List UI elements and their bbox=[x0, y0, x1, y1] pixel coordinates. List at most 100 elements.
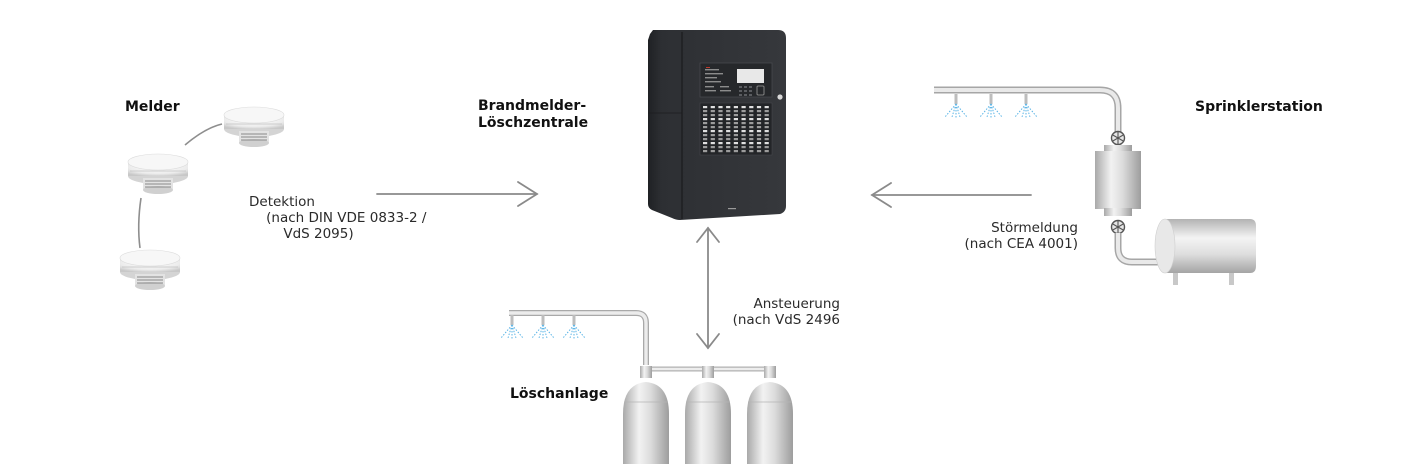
zone-indicator bbox=[718, 114, 723, 117]
smoke-detector-icon bbox=[119, 249, 181, 291]
zone-indicator bbox=[703, 126, 708, 129]
zone-indicator bbox=[718, 146, 723, 149]
zone-indicator bbox=[703, 118, 708, 121]
smoke-detector-icon bbox=[223, 106, 285, 148]
zone-indicator bbox=[756, 106, 762, 109]
zone-indicator bbox=[726, 150, 731, 153]
zone-indicator bbox=[749, 126, 754, 129]
zone-indicator bbox=[741, 110, 746, 113]
zone-indicator bbox=[718, 138, 723, 141]
sprinkler-nozzle-icon bbox=[1014, 93, 1038, 119]
zone-indicator bbox=[749, 106, 754, 109]
zone-indicator bbox=[756, 150, 762, 153]
fault-report-label: Störmeldung (nach CEA 4001) bbox=[964, 220, 1078, 252]
zone-indicator bbox=[749, 110, 754, 113]
smoke-detector-icon bbox=[127, 153, 189, 195]
zone-indicator bbox=[703, 146, 708, 149]
zone-indicator bbox=[726, 110, 731, 113]
zone-indicator bbox=[741, 134, 746, 137]
zone-indicator bbox=[741, 146, 746, 149]
zone-indicator bbox=[703, 106, 708, 109]
zone-indicator bbox=[710, 134, 715, 137]
zone-indicator bbox=[764, 142, 769, 145]
zone-indicator bbox=[741, 150, 746, 153]
zone-indicator bbox=[741, 118, 746, 121]
extinguishing-nozzle-icon bbox=[500, 314, 524, 340]
zone-indicator bbox=[764, 134, 769, 137]
zone-indicator bbox=[764, 114, 769, 117]
zone-indicator bbox=[726, 106, 731, 109]
zone-indicator bbox=[710, 142, 715, 145]
zone-indicator bbox=[741, 106, 746, 109]
zone-indicator bbox=[710, 150, 715, 153]
zone-indicator bbox=[726, 126, 731, 129]
zone-indicator bbox=[749, 138, 754, 141]
detector-link-line bbox=[137, 197, 142, 249]
zone-indicator bbox=[726, 142, 731, 145]
zone-indicator bbox=[741, 142, 746, 145]
zone-indicator bbox=[733, 130, 738, 133]
detector-link-line bbox=[184, 123, 223, 146]
zone-indicator bbox=[710, 126, 715, 129]
zone-indicator bbox=[703, 134, 708, 137]
zone-indicator bbox=[703, 110, 708, 113]
zone-indicator bbox=[764, 110, 769, 113]
zone-indicator bbox=[718, 110, 723, 113]
zone-indicator bbox=[718, 130, 723, 133]
detection-arrow bbox=[376, 181, 539, 207]
zone-indicator bbox=[756, 110, 762, 113]
zone-indicator bbox=[749, 130, 754, 133]
zone-indicator bbox=[718, 150, 723, 153]
zone-indicator bbox=[756, 114, 762, 117]
zone-indicator bbox=[749, 150, 754, 153]
zone-indicator bbox=[733, 138, 738, 141]
fire-control-panel-icon bbox=[648, 30, 786, 220]
zone-indicator bbox=[726, 134, 731, 137]
zone-indicator bbox=[741, 114, 746, 117]
zone-indicator bbox=[764, 130, 769, 133]
loeschanlage-title: Löschanlage bbox=[510, 386, 609, 402]
zone-indicator bbox=[733, 110, 738, 113]
zone-indicator bbox=[733, 126, 738, 129]
gas-cylinder-icon bbox=[684, 365, 732, 464]
zone-indicator bbox=[718, 106, 723, 109]
zone-indicator bbox=[710, 138, 715, 141]
zone-indicator bbox=[749, 134, 754, 137]
zone-indicator bbox=[718, 126, 723, 129]
zone-indicator bbox=[703, 138, 708, 141]
zone-indicator bbox=[726, 146, 731, 149]
zone-indicator bbox=[764, 138, 769, 141]
sprinkler-station-icon bbox=[934, 86, 1256, 285]
zone-indicator bbox=[710, 130, 715, 133]
zone-indicator bbox=[764, 126, 769, 129]
zone-indicator bbox=[756, 126, 762, 129]
zone-indicator bbox=[710, 110, 715, 113]
zone-indicator bbox=[710, 114, 715, 117]
zone-indicator bbox=[718, 134, 723, 137]
zone-indicator bbox=[741, 138, 746, 141]
zone-indicator bbox=[764, 150, 769, 153]
zone-indicator bbox=[710, 146, 715, 149]
extinguishing-system-icon bbox=[500, 310, 794, 464]
zone-indicator bbox=[733, 150, 738, 153]
zone-indicator bbox=[703, 130, 708, 133]
zone-indicator bbox=[756, 122, 762, 125]
gas-cylinder-icon bbox=[746, 365, 794, 464]
fault-report-arrow bbox=[870, 182, 1032, 208]
zone-indicator bbox=[718, 122, 723, 125]
zone-indicator bbox=[703, 114, 708, 117]
zone-indicator bbox=[710, 118, 715, 121]
zone-indicator bbox=[703, 150, 708, 153]
zone-indicator bbox=[764, 122, 769, 125]
zone-indicator bbox=[726, 118, 731, 121]
zone-indicator bbox=[733, 142, 738, 145]
zone-indicator bbox=[703, 122, 708, 125]
zone-indicator bbox=[733, 134, 738, 137]
extinguishing-nozzle-icon bbox=[562, 314, 586, 340]
zone-indicator bbox=[733, 146, 738, 149]
sprinkler-nozzle-icon bbox=[944, 93, 968, 119]
zone-indicator bbox=[749, 118, 754, 121]
zone-indicator bbox=[764, 146, 769, 149]
zone-indicator bbox=[764, 106, 769, 109]
zone-indicator bbox=[764, 118, 769, 121]
